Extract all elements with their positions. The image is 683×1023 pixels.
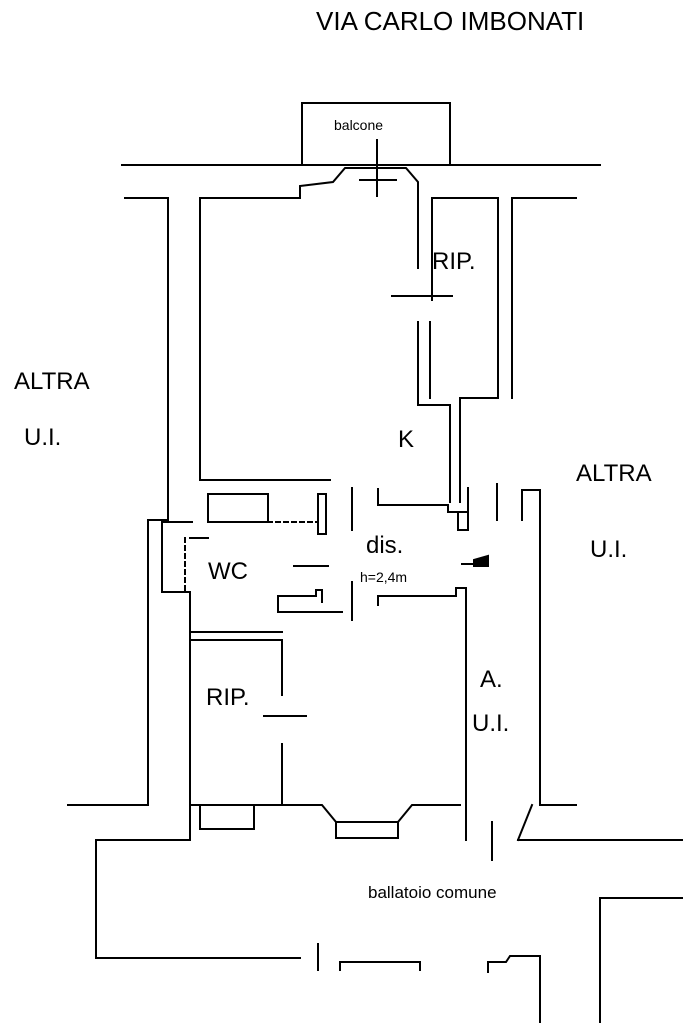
street-name: VIA CARLO IMBONATI <box>316 6 585 36</box>
kitchen-label: K <box>398 426 415 453</box>
other-unit-left-line1: ALTRA <box>14 368 90 395</box>
wc-walls <box>184 493 329 641</box>
ceiling-height-label: h=2,4m <box>360 569 408 585</box>
hallway-label: dis. <box>366 532 404 559</box>
other-unit-short-line1: A. <box>480 666 503 693</box>
other-unit-right-line2: U.I. <box>590 536 628 563</box>
shared-gallery-label: ballatoio comune <box>368 883 497 902</box>
other-unit-left-line2: U.I. <box>24 424 62 451</box>
storage-top-walls <box>391 195 577 503</box>
bathroom-label: WC <box>208 558 248 585</box>
left-wall <box>67 167 419 806</box>
door-jambs <box>351 483 577 806</box>
corridor-walls <box>277 554 489 841</box>
balcony-label: balcone <box>334 117 384 133</box>
other-unit-short-line2: U.I. <box>472 710 510 737</box>
kitchen-bottom-wall <box>199 479 469 531</box>
storage-bottom-walls <box>189 639 461 839</box>
gallery-walls <box>95 803 683 1023</box>
storage-top-label: RIP. <box>432 248 476 275</box>
storage-bottom-label: RIP. <box>206 684 250 711</box>
other-unit-right-line1: ALTRA <box>576 460 652 487</box>
